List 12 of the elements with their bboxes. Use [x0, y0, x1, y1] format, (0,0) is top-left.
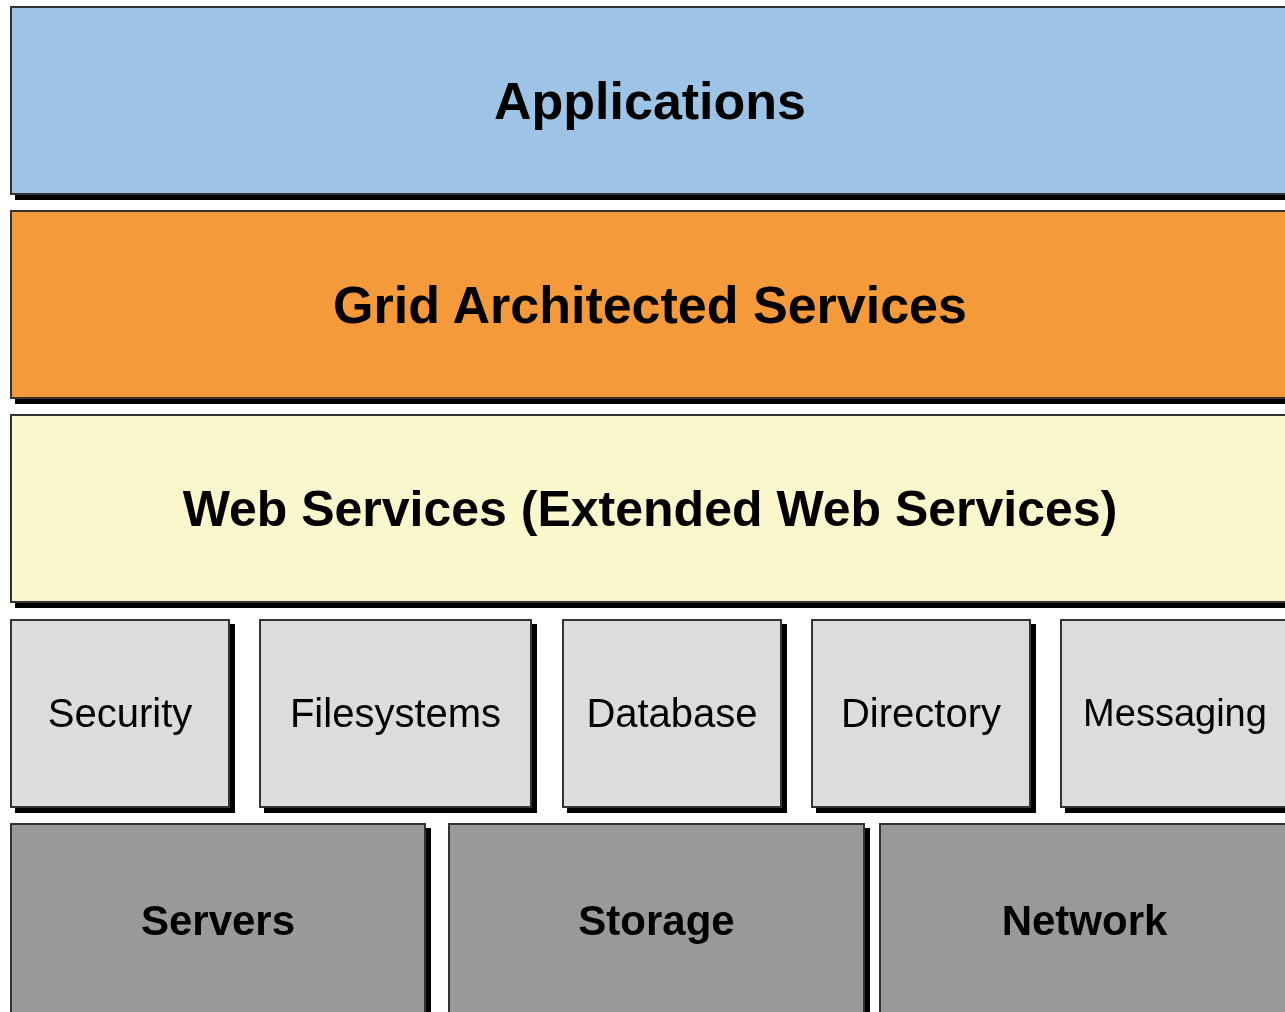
layer-label: Network: [1001, 896, 1168, 945]
layer-label: Web Services (Extended Web Services): [182, 479, 1118, 538]
layer-label: Messaging: [1083, 692, 1267, 735]
layer-label: Directory: [841, 691, 1001, 736]
layer-label: Grid Architected Services: [333, 274, 967, 335]
layer-label: Filesystems: [289, 691, 502, 736]
layer-label: Storage: [578, 896, 735, 945]
component-box: [879, 823, 1285, 1012]
layer-label: Applications: [494, 70, 806, 131]
layer-label: Database: [586, 691, 758, 736]
layer-label: Security: [47, 691, 193, 736]
layer-label: Servers: [140, 896, 296, 945]
